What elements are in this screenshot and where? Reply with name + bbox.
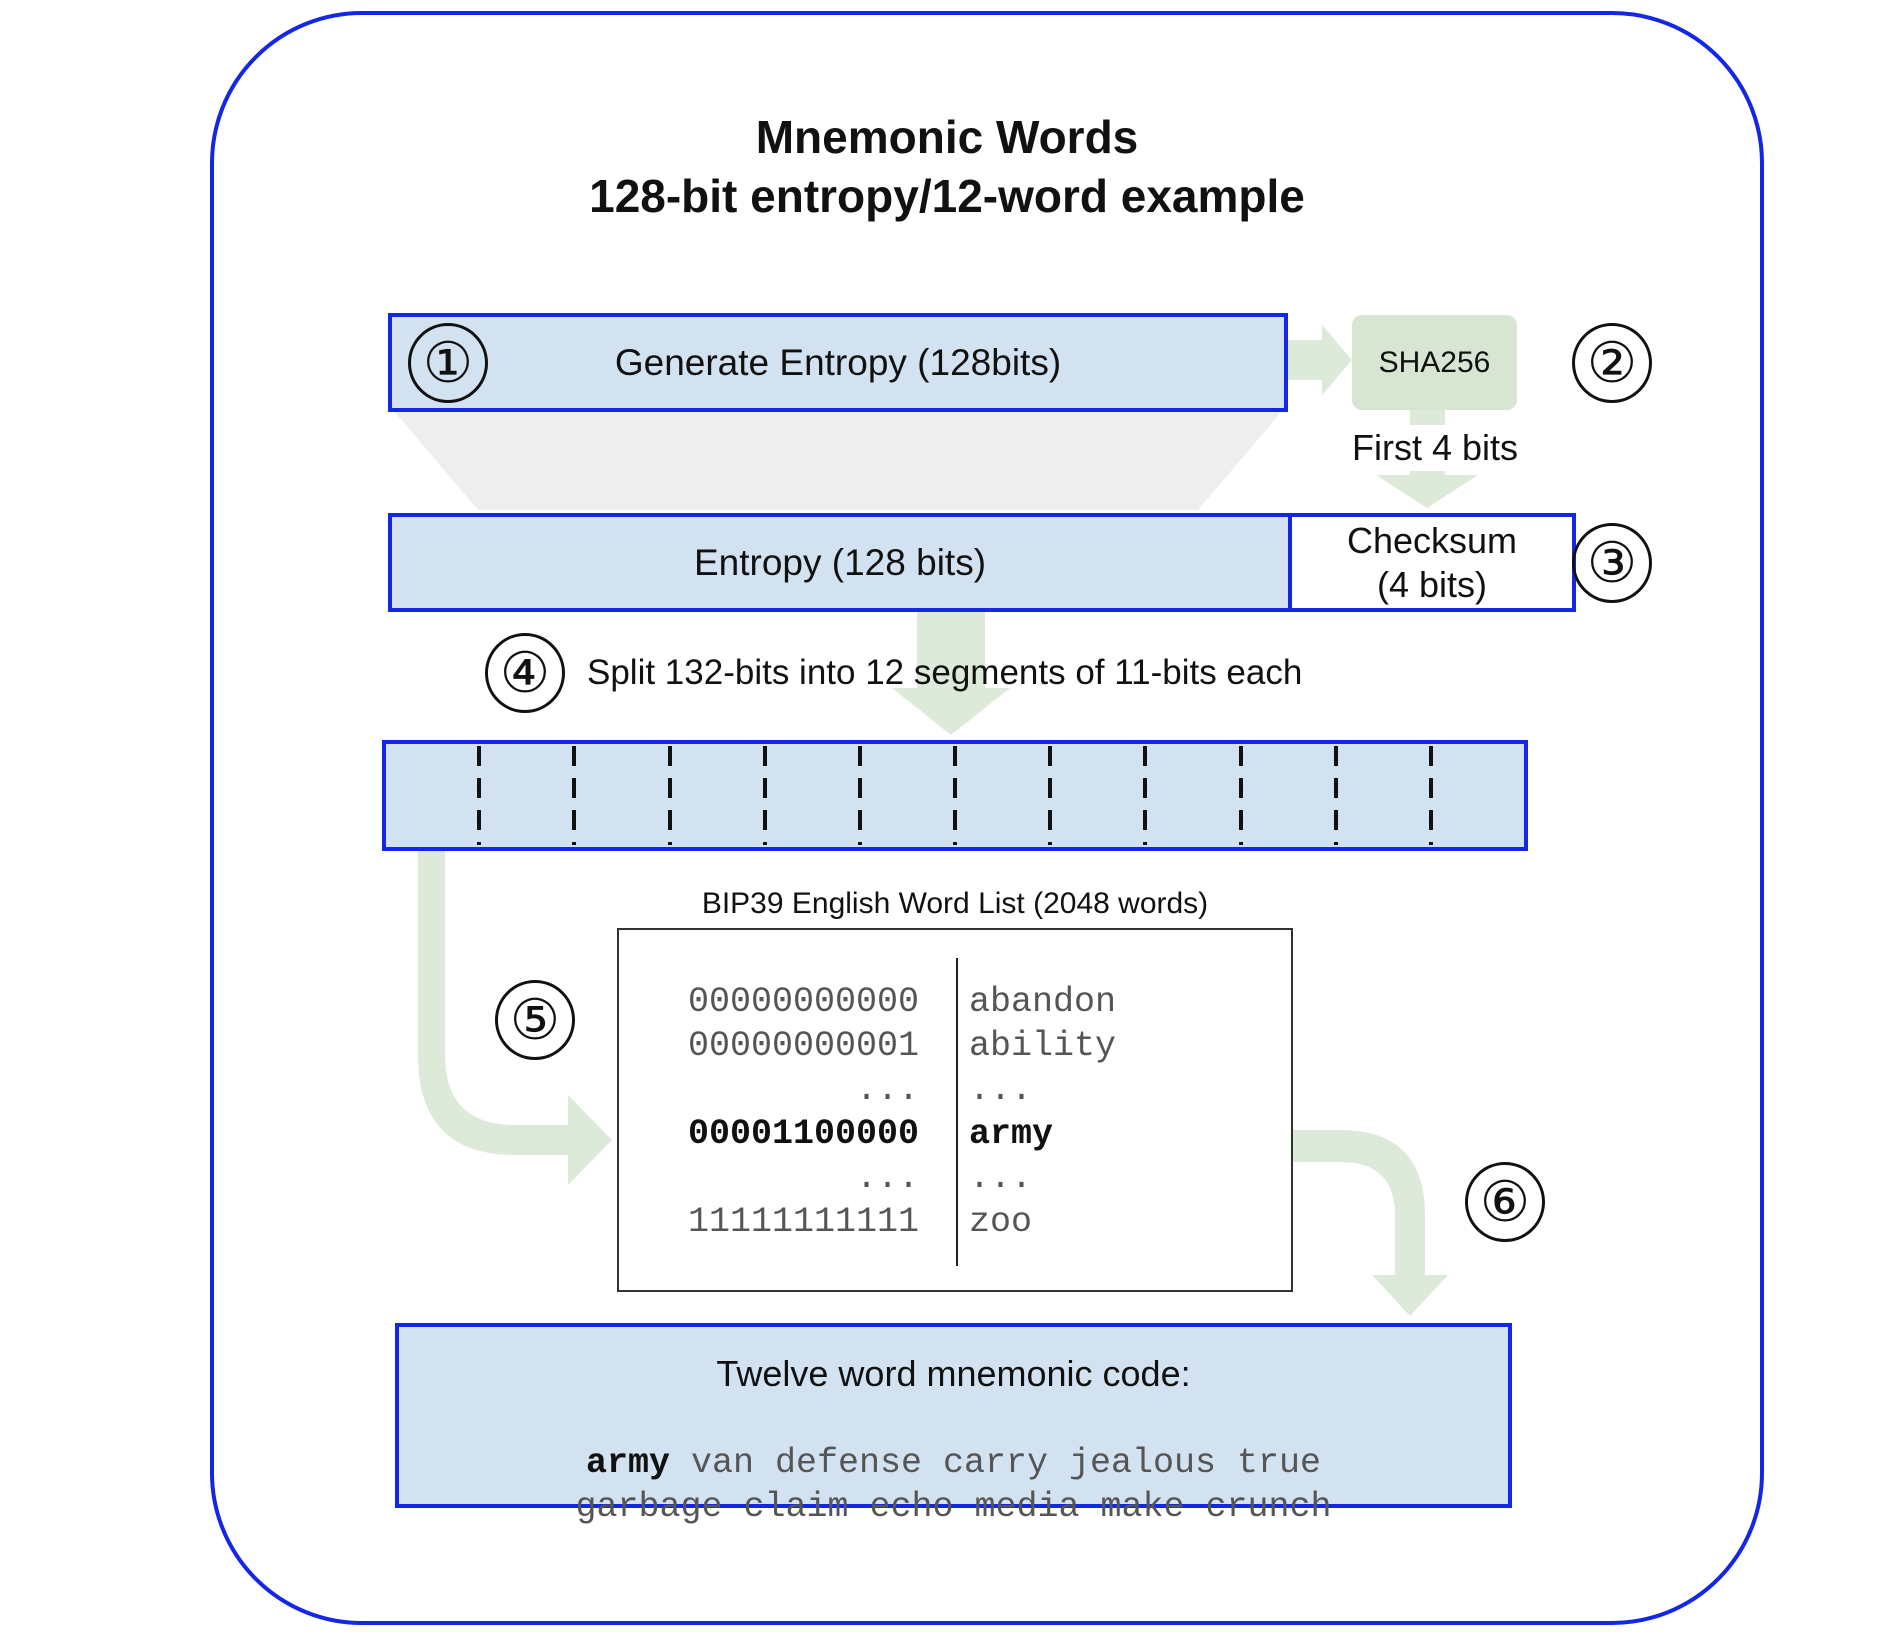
wordlist-title: BIP39 English Word List (2048 words) xyxy=(701,887,1209,920)
step-6-marker: ⑥ xyxy=(1465,1162,1545,1242)
funnel-shape xyxy=(393,410,1283,510)
wordlist-word-2: ability xyxy=(969,1026,1117,1066)
segment-dividers xyxy=(477,746,1433,845)
mnemonic-line-2: garbage claim echo media make crunch xyxy=(575,1487,1332,1527)
checksum-label-line-1: Checksum xyxy=(1346,519,1518,561)
title-line-2: 128-bit entropy/12-word example xyxy=(589,170,1305,222)
step-3-marker: ③ xyxy=(1572,523,1652,603)
wordlist-bits-2: 00000000001 xyxy=(687,1026,919,1066)
wordlist-box: 00000000000 abandon 00000000001 ability … xyxy=(617,928,1293,1292)
mnemonic-line-1-rest: van defense carry jealous true xyxy=(669,1443,1322,1483)
arrow-to-mnemonic xyxy=(1290,1130,1448,1316)
wordlist-rows: 00000000000 abandon 00000000001 ability … xyxy=(619,980,1295,1270)
wordlist-word-5: ... xyxy=(969,1158,1033,1198)
checksum-box: Checksum (4 bits) xyxy=(1288,513,1576,612)
title-line-1: Mnemonic Words xyxy=(755,111,1139,163)
entropy-box: Entropy (128 bits) xyxy=(388,513,1292,612)
wordlist-word-1: abandon xyxy=(969,982,1117,1022)
wordlist-divider xyxy=(956,958,958,1266)
arrow-to-segments xyxy=(892,610,1010,735)
step-2-marker: ② xyxy=(1572,323,1652,403)
mnemonic-line-1: army van defense carry jealous true xyxy=(399,1441,1508,1485)
step-4-marker: ④ xyxy=(485,633,565,713)
mnemonic-heading: Twelve word mnemonic code: xyxy=(716,1353,1191,1394)
wordlist-bits-5: ... xyxy=(855,1158,919,1198)
checksum-label-line-2: (4 bits) xyxy=(1376,563,1488,605)
generate-entropy-box: Generate Entropy (128bits) xyxy=(388,313,1288,412)
wordlist-bits-3: ... xyxy=(855,1070,919,1110)
step-1-marker: ① xyxy=(408,323,488,403)
entropy-label: Entropy (128 bits) xyxy=(693,541,987,583)
step-5-marker: ⑤ xyxy=(495,980,575,1060)
sha256-box: SHA256 xyxy=(1352,315,1517,410)
wordlist-bits-4: 00001100000 xyxy=(687,1114,919,1154)
wordlist-bits-6: 11111111111 xyxy=(687,1202,919,1242)
split-label: Split 132-bits into 12 segments of 11-bi… xyxy=(587,653,1303,692)
wordlist-bits-1: 00000000000 xyxy=(687,982,919,1022)
arrow-to-wordlist xyxy=(418,850,612,1185)
wordlist-word-6: zoo xyxy=(969,1202,1033,1242)
outer-frame xyxy=(210,11,1764,1625)
generate-entropy-label: Generate Entropy (128bits) xyxy=(614,341,1062,383)
mnemonic-box: Twelve word mnemonic code: army van defe… xyxy=(395,1323,1512,1527)
arrow-to-sha256 xyxy=(1285,325,1352,395)
mnemonic-first-word: army xyxy=(585,1443,670,1483)
wordlist-word-4: army xyxy=(969,1114,1054,1154)
sha256-label: SHA256 xyxy=(1378,345,1491,379)
wordlist-word-3: ... xyxy=(969,1070,1033,1110)
first-bits-label: First 4 bits xyxy=(1330,425,1540,471)
